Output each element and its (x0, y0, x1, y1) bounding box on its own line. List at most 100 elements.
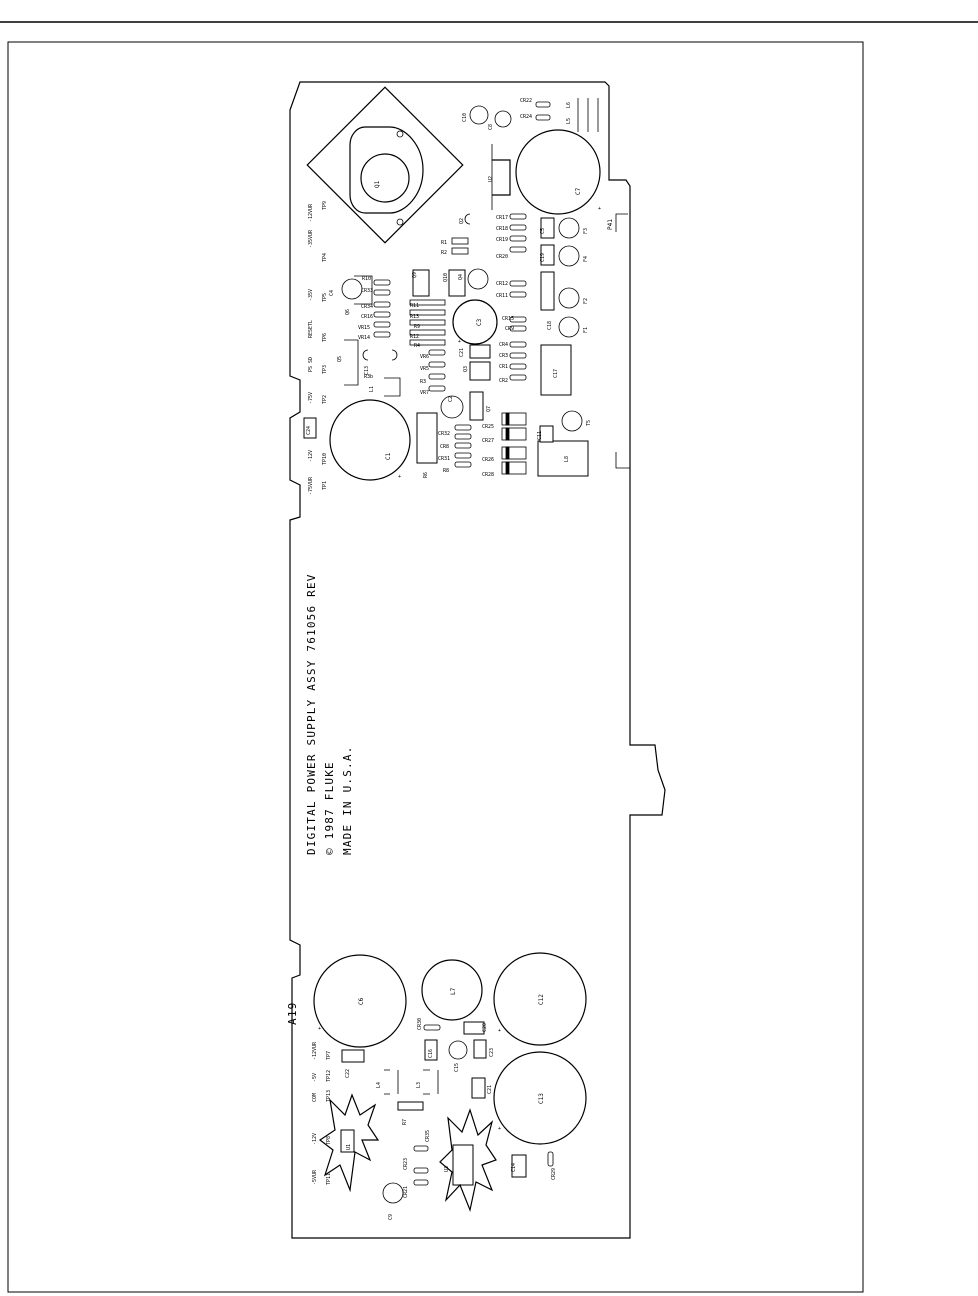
svg-text:CR28: CR28 (482, 472, 494, 478)
capacitor-c12 (493, 952, 587, 1046)
svg-text:R2: R2 (441, 250, 447, 256)
q1-transistor (306, 86, 464, 244)
svg-text:R6: R6 (423, 472, 429, 478)
svg-text:CR20: CR20 (496, 254, 508, 260)
l1-bracket (384, 377, 401, 397)
svg-text:Q9: Q9 (412, 272, 418, 278)
svg-text:C23: C23 (489, 1048, 495, 1057)
p41-bracket-top (615, 213, 628, 232)
svg-text:TP3: TP3 (322, 365, 328, 374)
svg-text:TP5: TP5 (322, 293, 328, 302)
svg-text:L3: L3 (416, 1082, 422, 1088)
inductors-l5-l6 (577, 98, 599, 132)
test-point-labels-bottom: -5VUR -12V TP11 TP8 COM -5V TP13 TP12 -1… (312, 1041, 332, 1185)
svg-text:C2: C2 (448, 396, 454, 402)
svg-text:CR21: CR21 (403, 1186, 409, 1198)
component-labels-bottom: CR30 C16 C15 C20 C23 C22 L4 L3 C21 R7 CR… (345, 1018, 557, 1220)
diode-rows (373, 101, 554, 1186)
svg-text:C7: C7 (575, 187, 582, 195)
svg-text:Q2: Q2 (459, 218, 465, 224)
svg-text:RESETL: RESETL (308, 320, 314, 338)
p41-bracket-bottom (615, 452, 630, 469)
svg-text:CR12: CR12 (496, 281, 508, 287)
svg-text:R8: R8 (443, 468, 449, 474)
svg-text:C19: C19 (540, 253, 546, 262)
svg-text:-35VUR: -35VUR (308, 229, 314, 248)
svg-text:C21: C21 (459, 348, 465, 357)
svg-text:-12VUR: -12VUR (308, 203, 314, 222)
inductor-l7 (421, 959, 483, 1021)
svg-text:CR11: CR11 (496, 293, 508, 299)
svg-text:TP7: TP7 (326, 1051, 332, 1060)
svg-text:CR18: CR18 (496, 226, 508, 232)
svg-text:Q1: Q1 (374, 180, 381, 188)
svg-text:TP8: TP8 (326, 1136, 332, 1145)
svg-text:CR31: CR31 (438, 456, 450, 462)
svg-text:C17: C17 (553, 369, 559, 378)
capacitor-c3 (452, 299, 498, 345)
svg-text:F2: F2 (583, 298, 589, 304)
q5-bracket (344, 339, 359, 386)
svg-text:R1: R1 (441, 240, 447, 246)
svg-text:R3: R3 (420, 379, 426, 385)
drawing-frame (7, 41, 864, 1293)
svg-text:L6: L6 (566, 102, 572, 108)
svg-text:C13: C13 (364, 366, 370, 375)
copyright-text: © 1987 FLUKE (323, 761, 336, 855)
svg-text:C12: C12 (538, 994, 545, 1005)
svg-text:R12: R12 (410, 334, 419, 340)
svg-text:CR19: CR19 (496, 237, 508, 243)
svg-text:Q4: Q4 (458, 274, 464, 280)
svg-text:VR7: VR7 (420, 390, 429, 396)
svg-text:TP6: TP6 (322, 333, 328, 342)
capacitor-c13 (493, 1051, 587, 1145)
svg-text:CR26: CR26 (482, 457, 494, 463)
svg-text:TP13: TP13 (326, 1090, 332, 1102)
svg-text:R9: R9 (414, 324, 420, 330)
svg-text:T5: T5 (586, 420, 592, 426)
svg-text:CR17: CR17 (496, 215, 508, 221)
capacitor-c6 (313, 954, 407, 1048)
svg-text:CR9: CR9 (505, 326, 514, 332)
svg-text:CR23: CR23 (403, 1158, 409, 1170)
svg-text:F4: F4 (583, 256, 589, 262)
board-outline (289, 81, 666, 1239)
svg-text:CR3: CR3 (499, 353, 508, 359)
svg-text:PS SD: PS SD (308, 357, 314, 372)
svg-text:U2: U2 (488, 176, 494, 182)
svg-text:CR30: CR30 (417, 1018, 423, 1030)
svg-text:CR33: CR33 (361, 288, 373, 294)
svg-text:Q5: Q5 (337, 356, 343, 362)
svg-text:C21: C21 (487, 1085, 493, 1094)
svg-text:CR16: CR16 (361, 314, 373, 320)
svg-text:R13: R13 (410, 314, 419, 320)
svg-text:C3: C3 (476, 318, 483, 326)
svg-text:+: + (318, 1026, 321, 1032)
svg-text:Q10: Q10 (443, 273, 449, 282)
svg-text:R11: R11 (410, 303, 419, 309)
svg-text:TP12: TP12 (326, 1070, 332, 1082)
svg-text:C20: C20 (482, 1023, 488, 1032)
svg-text:COM: COM (312, 1093, 318, 1102)
svg-text:CR29: CR29 (551, 1168, 557, 1180)
svg-text:C11: C11 (537, 431, 543, 440)
svg-text:R7: R7 (402, 1119, 408, 1125)
svg-text:-12V: -12V (312, 1133, 318, 1145)
svg-text:+: + (458, 339, 461, 345)
svg-text:Q6: Q6 (345, 309, 351, 315)
svg-text:TP11: TP11 (326, 1173, 332, 1185)
svg-text:CR2: CR2 (499, 378, 508, 384)
svg-text:C5: C5 (540, 228, 546, 234)
svg-text:CR24: CR24 (520, 114, 532, 120)
svg-text:R10: R10 (362, 276, 371, 282)
svg-text:Q7: Q7 (486, 406, 492, 412)
svg-text:TP10: TP10 (322, 453, 328, 465)
svg-text:+: + (398, 474, 401, 480)
svg-text:CR32: CR32 (438, 431, 450, 437)
svg-text:U3: U3 (444, 1166, 450, 1172)
svg-text:C1: C1 (385, 452, 392, 460)
polarity-marks: + + + + + + (318, 206, 601, 1132)
svg-text:CR27: CR27 (482, 438, 494, 444)
small-round-parts (341, 105, 583, 1204)
svg-text:TP9: TP9 (322, 201, 328, 210)
